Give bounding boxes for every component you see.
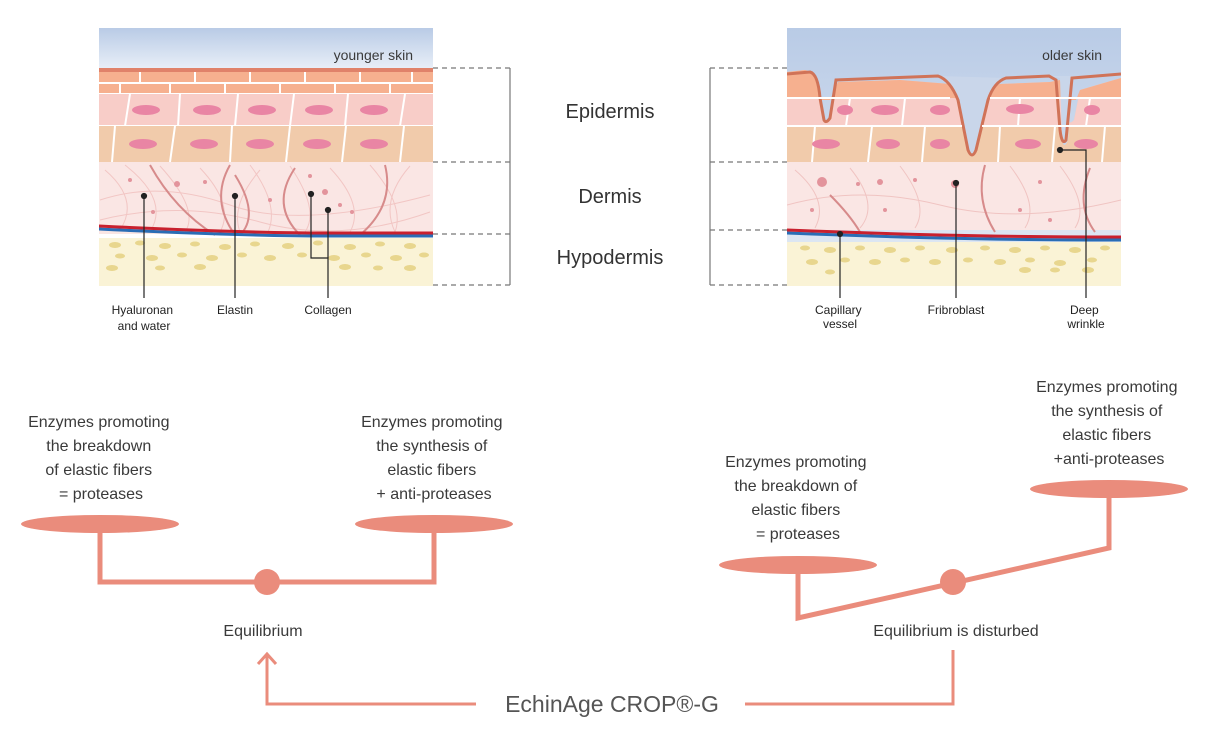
left-balance-synthesis-text: Enzymes promoting the synthesis of elast… [361, 414, 507, 503]
layer-epidermis: Epidermis [566, 101, 655, 123]
equilibrium-caption: Equilibrium [223, 623, 302, 640]
annotation-collagen: Collagen [304, 303, 351, 317]
annotation-hyaluronan: Hyaluronan and water [112, 303, 177, 333]
right-balance-synthesis-text: Enzymes promoting the synthesis of elast… [1036, 379, 1182, 468]
left-annotation-lines [140, 190, 332, 298]
product-name: EchinAge CROP®-G [505, 691, 719, 717]
older-skin-label: older skin [1042, 47, 1102, 63]
younger-skin-label: younger skin [334, 47, 413, 63]
disturbed-caption: Equilibrium is disturbed [873, 623, 1038, 640]
annotation-capillary-vessel: Capillary vessel [815, 303, 865, 331]
layer-brackets [433, 67, 787, 286]
annotation-fibroblast: Fribroblast [928, 303, 985, 317]
older-skin-panel [787, 28, 1121, 286]
annotation-elastin: Elastin [217, 303, 253, 317]
right-balance-breakdown-text: Enzymes promoting the breakdown of elast… [725, 454, 871, 543]
product-arrow [256, 650, 955, 706]
balance-disturbed [719, 480, 1188, 622]
layer-dermis: Dermis [578, 186, 641, 208]
balance-equilibrium [21, 515, 513, 595]
layer-hypodermis: Hypodermis [557, 247, 664, 269]
right-annotation-lines [836, 146, 1087, 298]
younger-skin-panel [99, 28, 433, 286]
left-balance-breakdown-text: Enzymes promoting the breakdown of elast… [28, 414, 174, 503]
annotation-deep-wrinkle: Deep wrinkle [1066, 303, 1105, 331]
